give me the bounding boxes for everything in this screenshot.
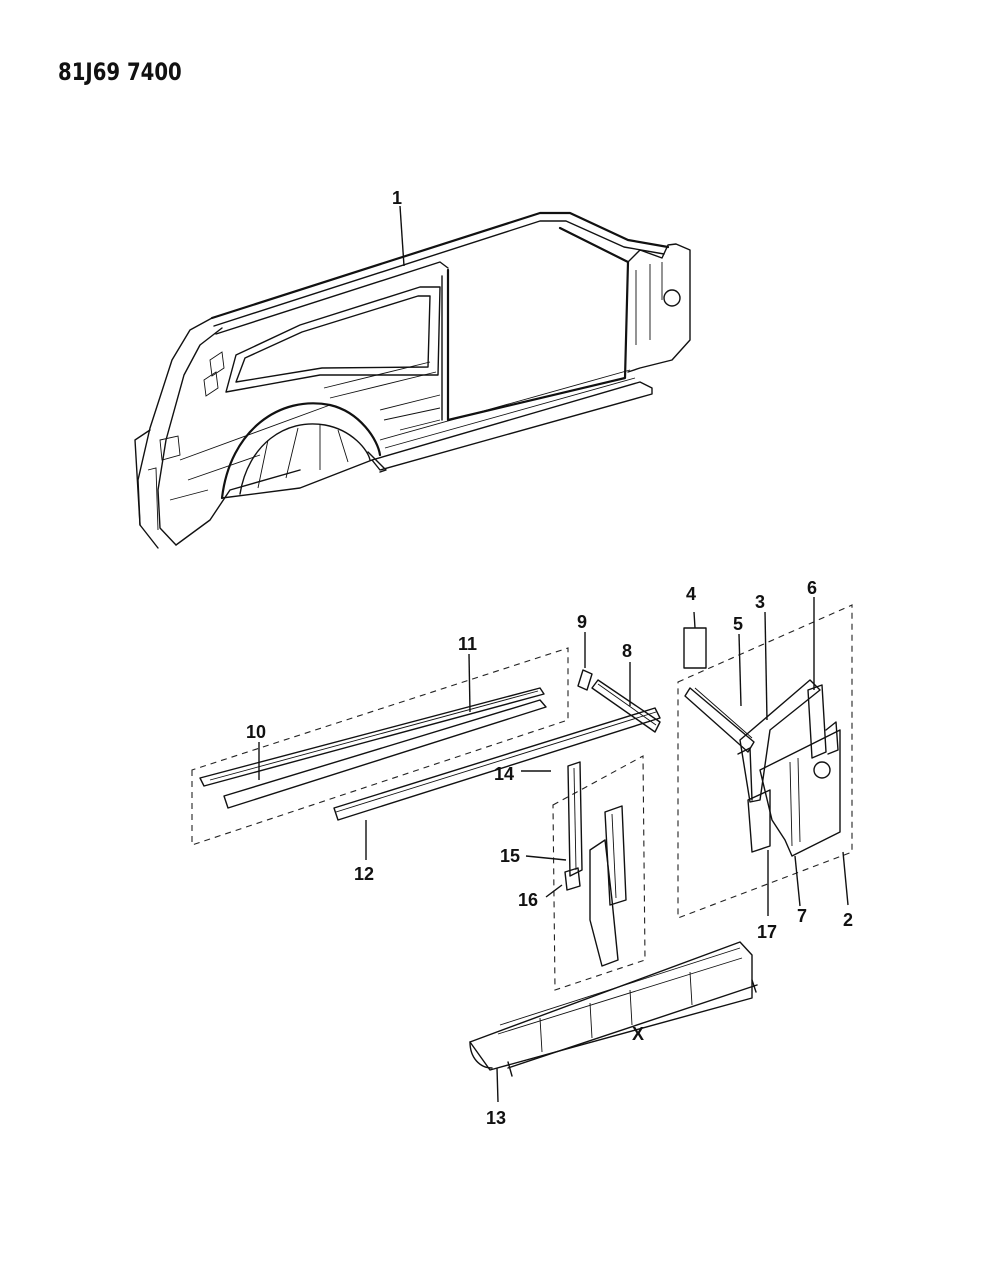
rocker-panel: X [469,941,758,1077]
callout-7: 7 [797,906,807,926]
callout-labels: 1 2 3 4 5 6 7 8 9 10 11 12 13 14 15 16 1… [246,188,853,1128]
body-side-panel [134,211,691,549]
callout-17: 17 [757,922,777,942]
callout-10: 10 [246,722,266,742]
sill-moldings [191,647,569,846]
part-8-9 [577,669,661,733]
callout-4: 4 [686,584,696,604]
callout-8: 8 [622,641,632,661]
lower-sill [333,707,661,821]
pillar-reinforcements [552,755,646,991]
callout-9: 9 [577,612,587,632]
callout-14: 14 [494,764,514,784]
callout-13: 13 [486,1108,506,1128]
dimension-x: X [632,1024,644,1044]
callout-15: 15 [500,846,520,866]
pillar-assembly [677,604,853,919]
callout-2: 2 [843,910,853,930]
callout-5: 5 [733,614,743,634]
callout-1: 1 [392,188,402,208]
leader-lines [258,205,849,1103]
callout-6: 6 [807,578,817,598]
callout-12: 12 [354,864,374,884]
callout-3: 3 [755,592,765,612]
diagram-code: 81J69 7400 [58,58,182,86]
callout-16: 16 [518,890,538,910]
callout-11: 11 [458,634,477,654]
